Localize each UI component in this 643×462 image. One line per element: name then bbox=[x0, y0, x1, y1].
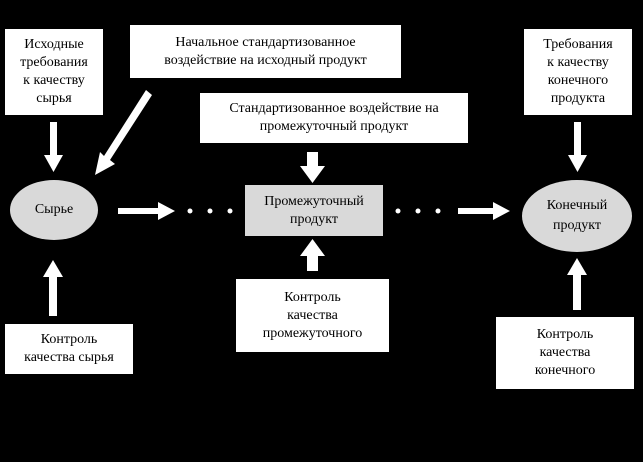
final-control-box: Контроль качества конечного bbox=[496, 317, 634, 389]
arrow-right-raw bbox=[118, 202, 175, 220]
arrow-up-raw bbox=[43, 260, 63, 316]
arrow-diagonal-raw bbox=[95, 90, 152, 175]
raw-node-text: Сырье bbox=[34, 202, 74, 217]
arrow-up-intermediate bbox=[300, 239, 325, 271]
intermediate-control-box: Контроль качества промежуточного bbox=[236, 279, 389, 352]
arrow-right-final bbox=[458, 202, 510, 220]
intermediate-impact-box: Стандартизованное воздействие на промежу… bbox=[200, 93, 468, 143]
dot-right-3 bbox=[435, 208, 441, 214]
dot-right-2 bbox=[415, 208, 421, 214]
raw-control-box: Контроль качества сырья bbox=[5, 324, 133, 374]
raw-node: Сырье bbox=[10, 180, 98, 240]
arrow-up-final bbox=[567, 258, 587, 310]
intermediate-control-text: Контроль качества промежуточного bbox=[262, 289, 363, 341]
arrow-down-intermediate bbox=[300, 152, 325, 183]
raw-requirements-text: Исходные требования к качеству сырья bbox=[20, 37, 88, 106]
final-node: Конечный продукт bbox=[522, 180, 632, 252]
final-requirements-box: Требования к качеству конечного продукта bbox=[524, 29, 632, 115]
arrow-down-final bbox=[568, 122, 587, 172]
dot-right-1 bbox=[395, 208, 401, 214]
initial-impact-text: Начальное стандартизованное воздействие … bbox=[164, 34, 367, 68]
intermediate-impact-text: Стандартизованное воздействие на промежу… bbox=[229, 101, 439, 134]
final-node-text: Конечный продукт bbox=[546, 198, 608, 233]
arrow-down-raw bbox=[44, 122, 63, 172]
final-control-text: Контроль качества конечного bbox=[534, 327, 596, 378]
intermediate-node: Промежуточный продукт bbox=[245, 185, 383, 236]
intermediate-node-text: Промежуточный продукт bbox=[264, 193, 364, 227]
initial-impact-box: Начальное стандартизованное воздействие … bbox=[130, 25, 401, 78]
raw-control-text: Контроль качества сырья bbox=[24, 332, 114, 365]
raw-requirements-box: Исходные требования к качеству сырья bbox=[5, 29, 103, 115]
dot-left-1 bbox=[187, 208, 193, 214]
dot-left-2 bbox=[207, 208, 213, 214]
final-requirements-text: Требования к качеству конечного продукта bbox=[543, 37, 613, 106]
dot-left-3 bbox=[227, 208, 233, 214]
